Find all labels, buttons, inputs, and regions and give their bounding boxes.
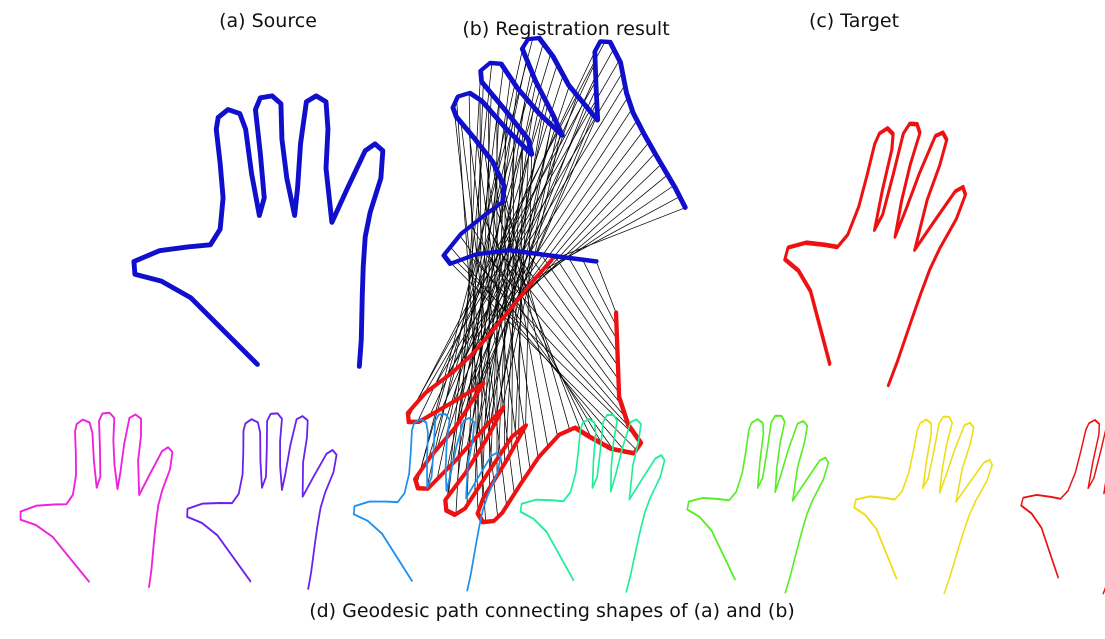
correspondence-line: [465, 87, 518, 473]
correspondence-line: [413, 48, 615, 407]
correspondence-line: [419, 43, 544, 473]
geodesic-hand-1: [14, 406, 176, 589]
registration-caption: (b) Registration result: [462, 18, 670, 40]
target-caption: (c) Target: [808, 10, 900, 32]
correspondence-line: [551, 207, 686, 261]
correspondence-line: [502, 183, 558, 437]
correspondence-line: [513, 250, 620, 393]
correspondence-line: [427, 53, 552, 461]
correspondence-line: [518, 145, 524, 439]
geodesic-hand-5: [672, 398, 838, 597]
correspondence-line: [445, 84, 626, 378]
correspondence-line: [441, 75, 597, 409]
correspondence-line: [526, 252, 619, 380]
correspondence-line: [477, 114, 598, 388]
correspondence-line: [465, 101, 598, 395]
correspondence-line: [407, 41, 606, 418]
correspondence-line: [554, 255, 618, 353]
correspondence-line: [445, 63, 493, 509]
correspondence-line: [454, 111, 499, 518]
registration-result: [370, 3, 705, 580]
source-hand: [134, 96, 383, 366]
correspondence-line: [495, 126, 559, 416]
correspondence-line: [467, 108, 633, 360]
geodesic-hand-2: [179, 403, 342, 592]
correspondence-line: [436, 63, 558, 450]
correspondence-line: [434, 72, 623, 387]
correspondence-line: [423, 60, 620, 396]
correspondence-line: [429, 62, 596, 416]
geodesic-hand-6: [837, 397, 1003, 598]
correspondence-line: [417, 49, 597, 422]
correspondence-line: [476, 141, 523, 482]
correspondence-line: [456, 96, 629, 369]
geodesic-path-row: [14, 397, 1105, 598]
correspondence-line: [523, 174, 668, 294]
geodesic-hand-4: [507, 399, 673, 596]
target-hand: [757, 98, 981, 389]
correspondence-line: [472, 97, 526, 461]
correspondence-line: [595, 261, 617, 313]
correspondence-line: [532, 185, 675, 282]
correspondence-line: [491, 161, 539, 458]
correspondence-line: [505, 153, 656, 316]
source-caption: (a) Source: [219, 10, 317, 32]
correspondence-line: [416, 38, 534, 485]
correspondence-line: [582, 259, 617, 327]
correspondence-line: [540, 254, 619, 367]
geodesic-hand-7: [1001, 397, 1105, 598]
geodesic-path-caption: (d) Geodesic path connecting shapes of (…: [309, 600, 795, 622]
correspondence-line: [436, 59, 527, 480]
correspondence-line: [541, 196, 680, 272]
correspondence-line: [476, 120, 638, 349]
correspondence-line: [568, 257, 618, 340]
correspondence-line: [484, 252, 626, 418]
